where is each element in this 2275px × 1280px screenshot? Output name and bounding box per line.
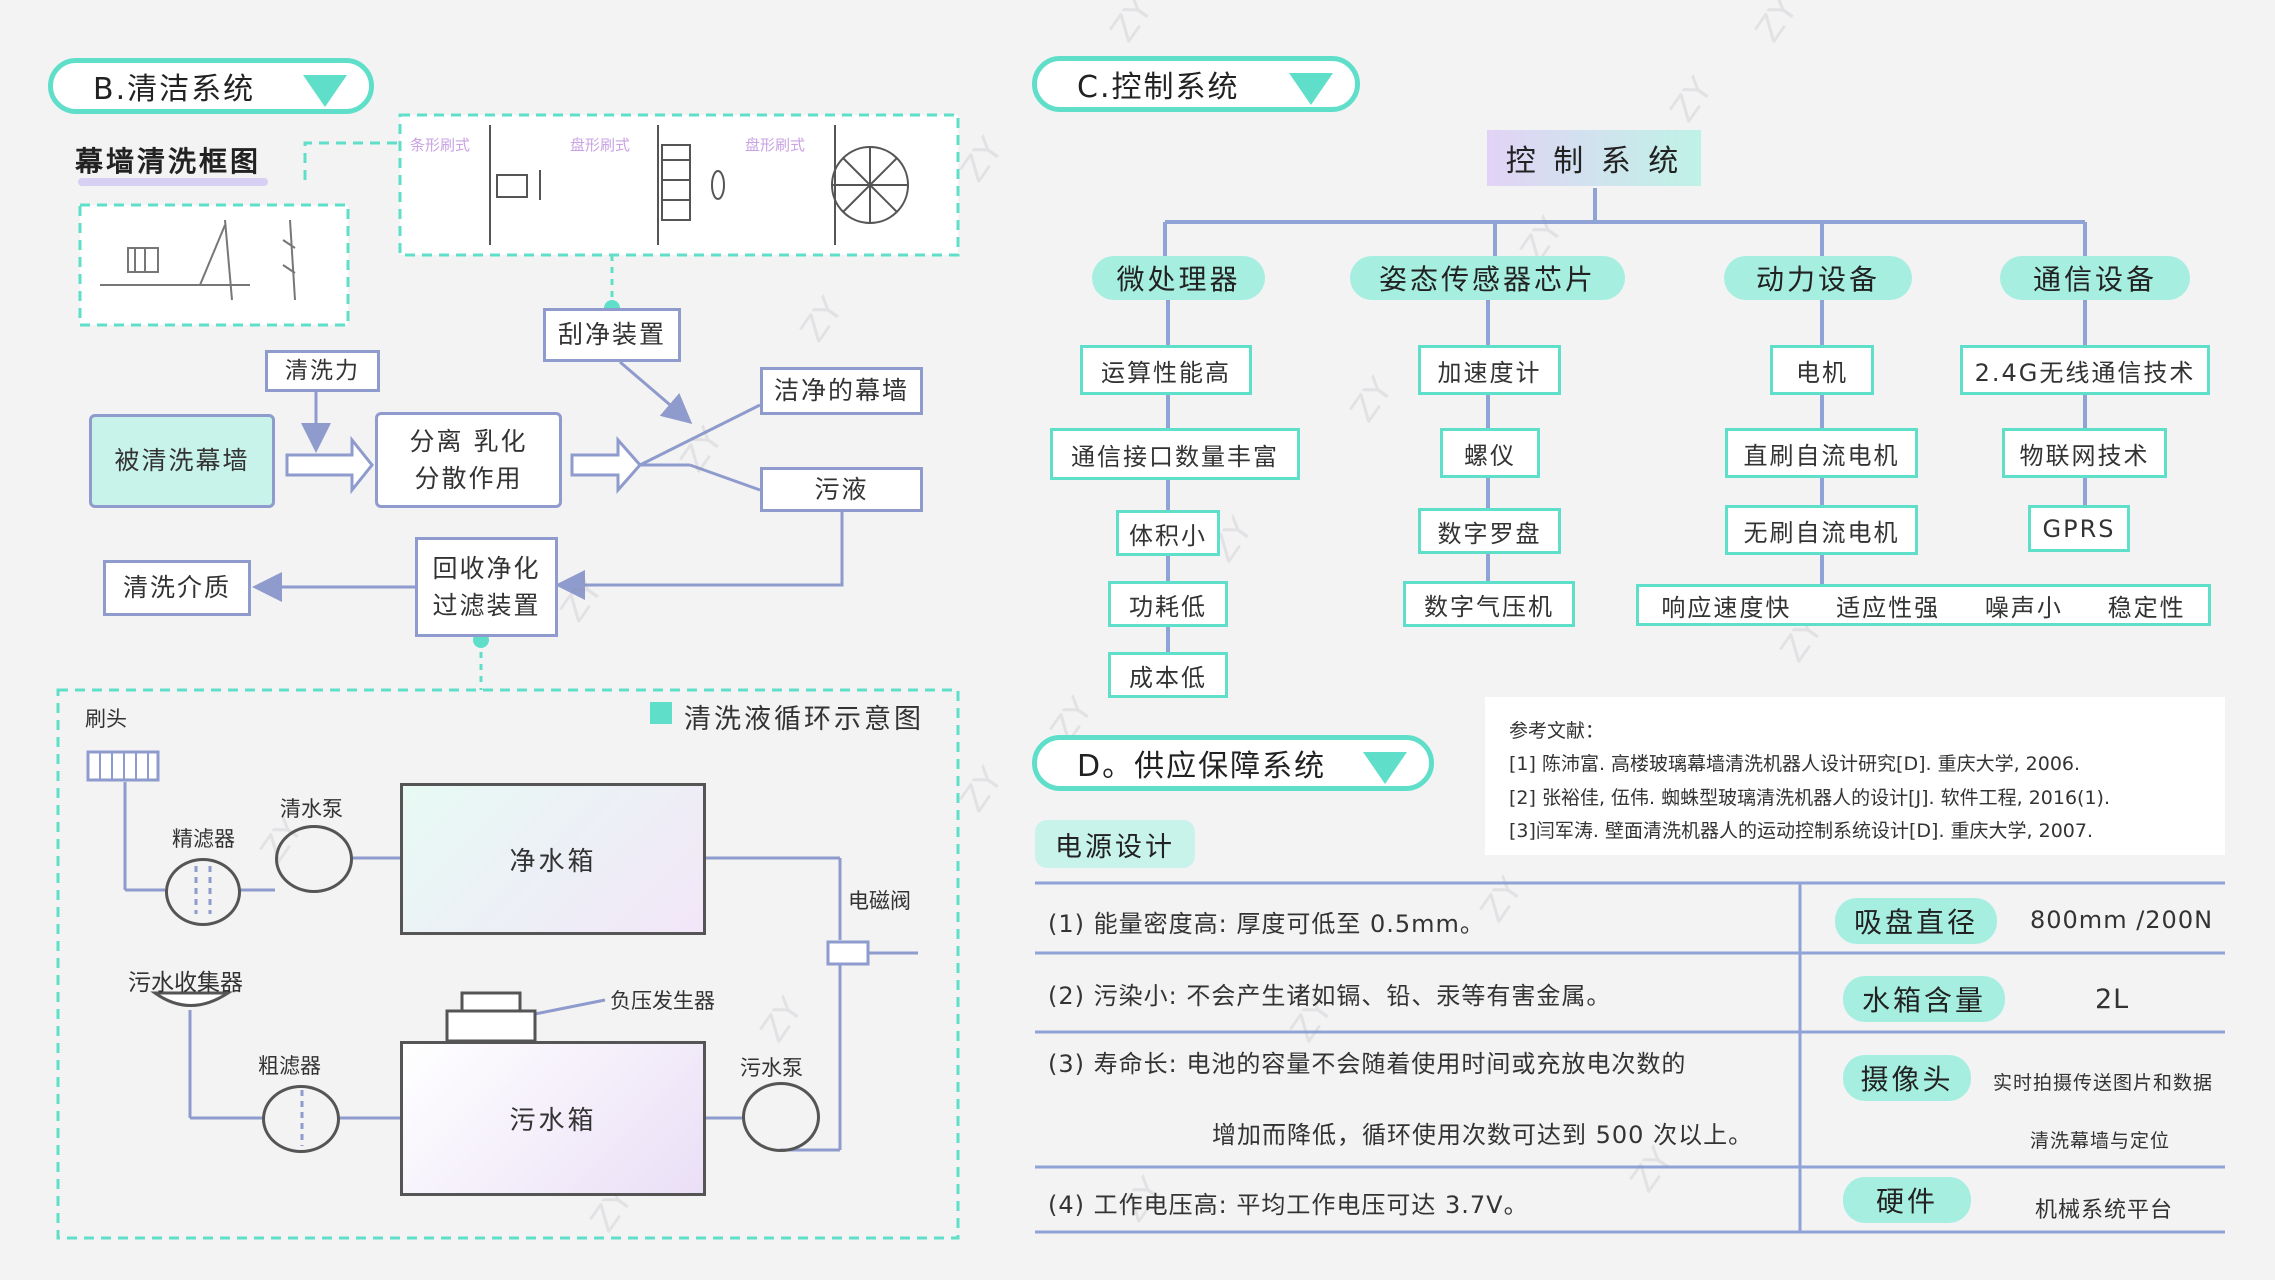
separation-line: 分离 乳化: [409, 426, 528, 456]
reference-item: [1] 陈沛富. 高楼玻璃幕墙清洗机器人设计研究[D]. 重庆大学, 2006.: [1509, 753, 2081, 776]
wiper-device-box: 刮净装置: [543, 308, 681, 362]
row-label: (3) 寿命长:: [1048, 1050, 1178, 1078]
reference-item: [3]闫军涛. 壁面清洗机器人的运动控制系统设计[D]. 重庆大学, 2007.: [1509, 819, 2094, 842]
legend-square-icon: [650, 702, 672, 724]
power-row: (2) 污染小: 不会产生诸如镉、铅、汞等有害金属。: [1048, 976, 1611, 1011]
title-underline: [78, 178, 268, 186]
section-header-cleaning[interactable]: B.清洁系统: [48, 58, 374, 114]
power-row: (3) 寿命长: 电池的容量不会随着使用时间或充放电次数的: [1048, 1044, 1686, 1079]
tree-item: 体积小: [1116, 510, 1220, 556]
row-text: 厚度可低至 0.5mm。: [1236, 910, 1485, 938]
category-attitude-sensor: 姿态传感器芯片: [1350, 256, 1625, 300]
vacuum-generator-label: 负压发生器: [610, 989, 715, 1013]
tree-item: 功耗低: [1108, 581, 1228, 627]
features-bar: 响应速度快 适应性强 噪声小 稳定性: [1636, 584, 2211, 626]
references-title: 参考文献：: [1509, 720, 1605, 742]
recovery-line: 过滤装置: [432, 591, 541, 620]
clean-wall-box: 洁净的幕墙: [760, 367, 923, 415]
spec-name: 水箱含量: [1843, 976, 2005, 1022]
brush-label: 条形刷式: [410, 136, 471, 154]
loop-title: 清洗液循环示意图: [684, 704, 924, 735]
tree-item: 2.4G无线通信技术: [1960, 345, 2210, 395]
tree-item: 直刷自流电机: [1725, 428, 1918, 478]
tree-item: 无刷自流电机: [1725, 505, 1918, 555]
clean-tank: 净水箱: [400, 783, 706, 935]
power-design-title: 电源设计: [1035, 820, 1195, 868]
tree-item: 电机: [1770, 345, 1874, 395]
sewage-collector-label: 污水收集器: [128, 970, 243, 996]
chevron-down-icon: [1289, 73, 1333, 105]
tree-item: 数字罗盘: [1418, 508, 1561, 554]
section-header-supply[interactable]: D。供应保障系统: [1032, 735, 1434, 791]
spec-value: 800mm /200N: [2030, 906, 2214, 934]
waste-liquid-box: 污液: [760, 467, 923, 512]
fine-filter: [165, 858, 241, 926]
clean-pump: [275, 825, 353, 893]
recovery-line: 回收净化: [432, 553, 541, 583]
wall-to-clean-box: 被清洗幕墙: [89, 414, 275, 508]
section-title: D。供应保障系统: [1077, 749, 1327, 784]
spec-value: 机械系统平台: [2035, 1198, 2174, 1223]
tree-item: GPRS: [2028, 505, 2130, 552]
category-microprocessor: 微处理器: [1092, 256, 1265, 300]
spec-value: 2L: [2095, 984, 2130, 1015]
feature-item: 稳定性: [2107, 593, 2186, 622]
tree-item: 物联网技术: [2002, 428, 2167, 478]
waste-pump-label: 污水泵: [740, 1056, 803, 1080]
waste-pump: [742, 1082, 820, 1152]
spec-name: 吸盘直径: [1835, 898, 1997, 944]
category-comms: 通信设备: [2000, 256, 2190, 300]
cleaning-force-box: 清洗力: [265, 350, 380, 392]
recovery-box: 回收净化 过滤装置: [415, 537, 558, 637]
solenoid-valve-label: 电磁阀: [848, 889, 911, 913]
row-text: 电池的容量不会随着使用时间或充放电次数的: [1186, 1050, 1687, 1078]
coarse-filter: [262, 1085, 340, 1153]
feature-item: 适应性强: [1836, 593, 1941, 622]
tree-item: 螺仪: [1440, 428, 1540, 478]
brush-label: 盘形刷式: [745, 136, 806, 154]
spec-name: 硬件: [1843, 1177, 1971, 1223]
power-row: (1) 能量密度高: 厚度可低至 0.5mm。: [1048, 904, 1485, 939]
loop-frame: [56, 688, 960, 1240]
row-text: 不会产生诸如镉、铅、汞等有害金属。: [1186, 982, 1612, 1010]
chevron-down-icon: [1363, 752, 1407, 784]
power-row-continued: 增加而降低，循环使用次数可达到 500 次以上。: [1212, 1121, 1754, 1149]
fine-filter-label: 精滤器: [172, 827, 235, 851]
coarse-filter-label: 粗滤器: [258, 1054, 321, 1078]
section-title: C.控制系统: [1077, 70, 1240, 105]
row-label: (1) 能量密度高:: [1048, 910, 1228, 938]
spec-value: 实时拍摄传送图片和数据: [1993, 1072, 2214, 1094]
reference-item: [2] 张裕佳, 伍伟. 蜘蛛型玻璃清洗机器人的设计[J]. 软件工程, 201…: [1509, 786, 2111, 809]
brush-head-label: 刷头: [85, 707, 127, 731]
references-box: 参考文献： [1] 陈沛富. 高楼玻璃幕墙清洗机器人设计研究[D]. 重庆大学,…: [1485, 697, 2225, 855]
category-power: 动力设备: [1724, 256, 1912, 300]
row-label: (2) 污染小:: [1048, 982, 1178, 1010]
feature-item: 响应速度快: [1661, 593, 1792, 622]
waste-tank: 污水箱: [400, 1041, 706, 1196]
power-row: (4) 工作电压高: 平均工作电压可达 3.7V。: [1048, 1185, 1529, 1220]
tree-item: 成本低: [1108, 652, 1228, 698]
frame-title: 幕墙清洗框图: [75, 145, 262, 178]
row-label: (4) 工作电压高:: [1048, 1191, 1228, 1219]
brush-label: 盘形刷式: [570, 136, 631, 154]
spec-name: 摄像头: [1843, 1055, 1971, 1101]
chevron-down-icon: [303, 75, 347, 107]
tree-item: 加速度计: [1418, 345, 1561, 395]
spec-value-continued: 清洗幕墙与定位: [2030, 1130, 2171, 1152]
feature-item: 噪声小: [1984, 593, 2063, 622]
frame-sketch-box: [78, 203, 350, 327]
control-root: 控 制 系 统: [1487, 130, 1701, 186]
section-title: B.清洁系统: [93, 72, 256, 107]
separation-line: 分散作用: [414, 464, 523, 493]
tree-item: 运算性能高: [1080, 345, 1252, 395]
section-header-control[interactable]: C.控制系统: [1032, 56, 1360, 112]
tree-item: 通信接口数量丰富: [1050, 428, 1300, 480]
row-text: 平均工作电压可达 3.7V。: [1236, 1191, 1529, 1219]
separation-box: 分离 乳化 分散作用: [375, 412, 562, 508]
medium-box: 清洗介质: [103, 560, 251, 616]
tree-item: 数字气压机: [1403, 581, 1575, 627]
clean-pump-label: 清水泵: [280, 797, 343, 821]
